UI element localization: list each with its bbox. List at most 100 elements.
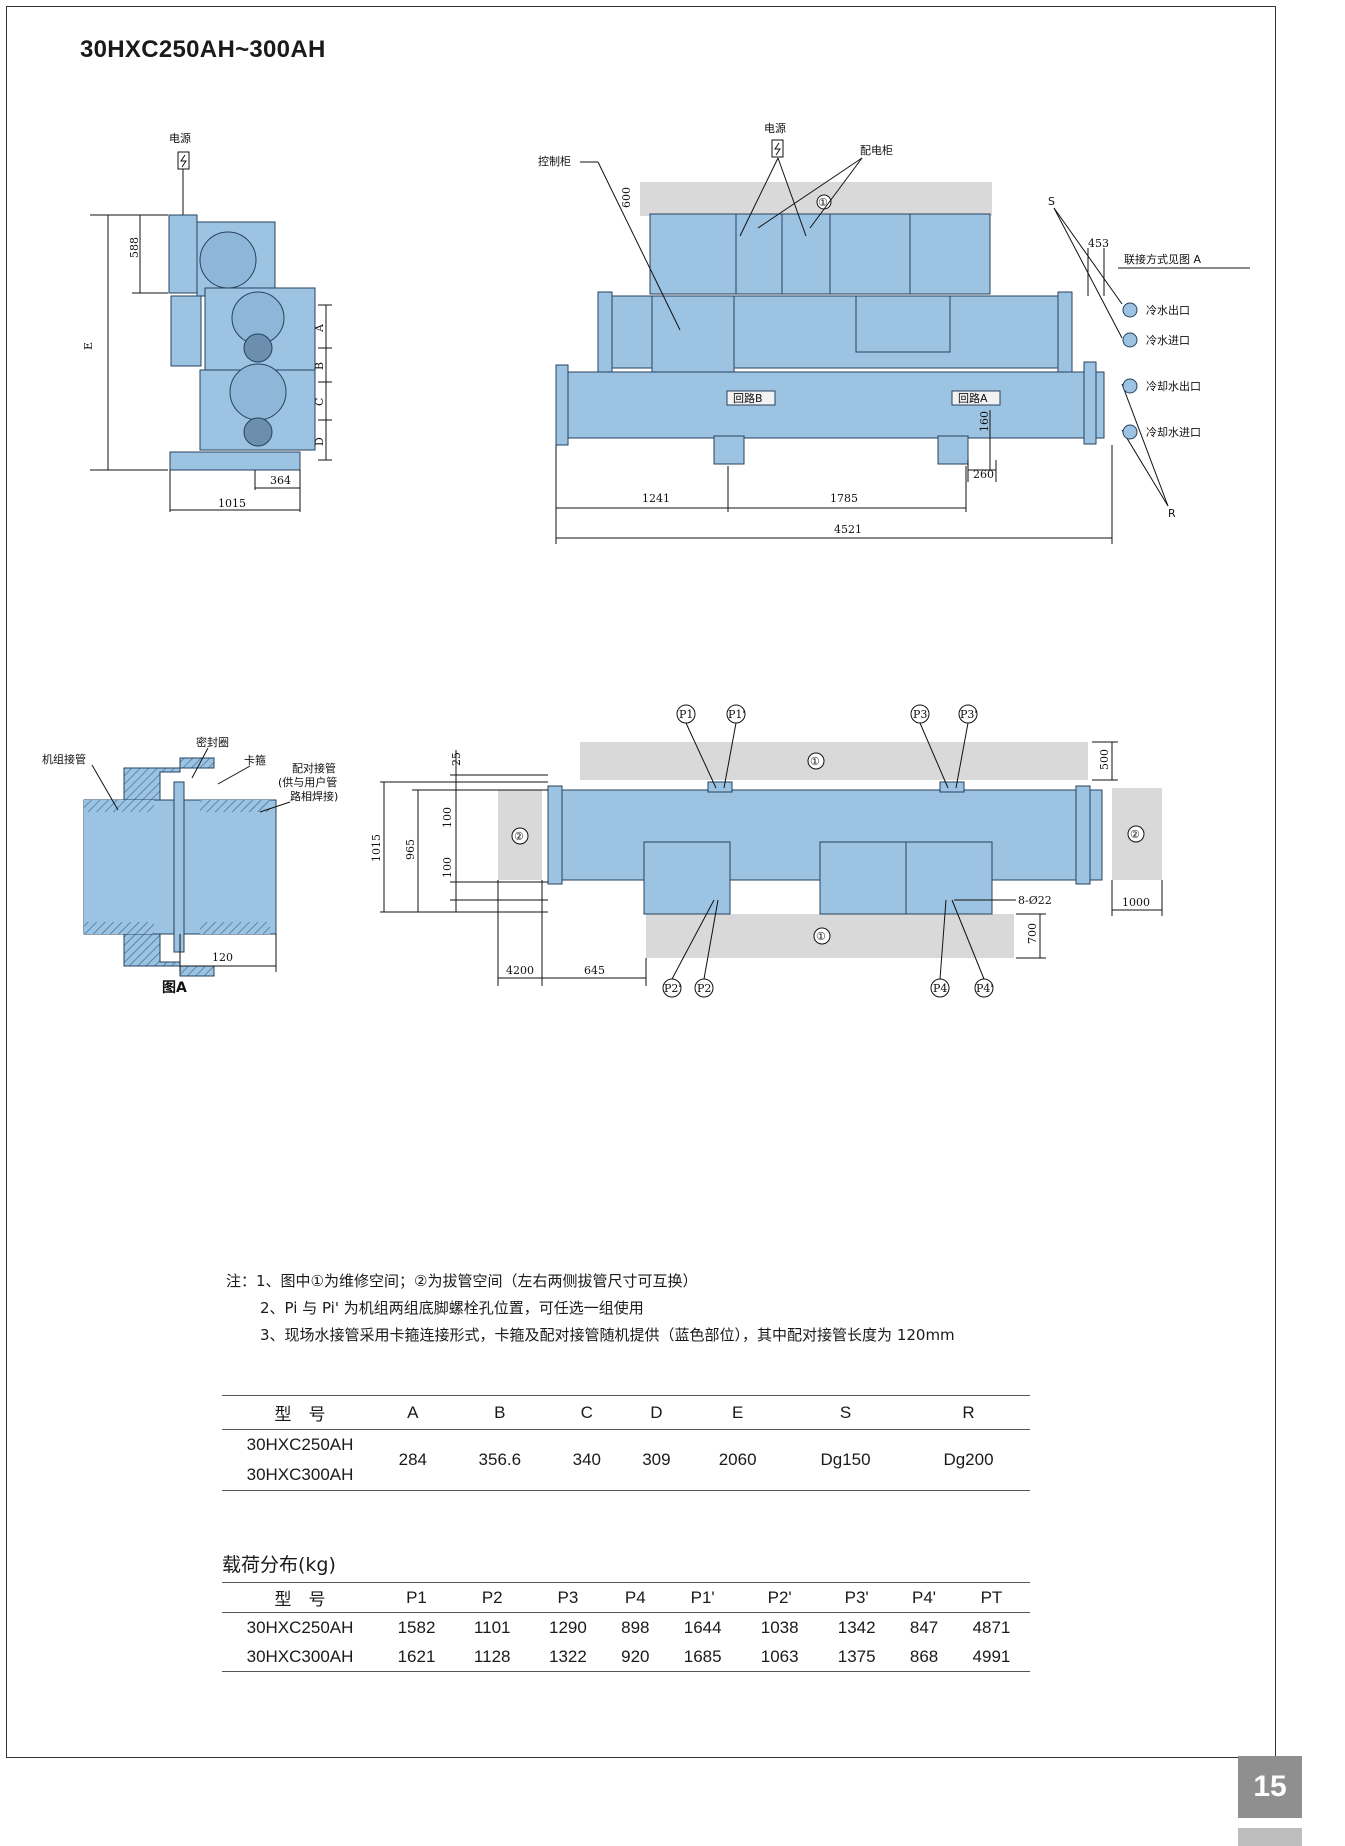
svg-text:1015: 1015 — [370, 834, 383, 862]
load-cell: 1063 — [741, 1642, 819, 1672]
col-pt: PT — [952, 1582, 1030, 1613]
model-name: 30HXC250AH — [246, 1617, 354, 1637]
svg-text:E: E — [82, 342, 95, 350]
value-d: 309 — [621, 1429, 692, 1491]
page-title: 30HXC250AH~300AH — [80, 36, 326, 63]
svg-text:冷却水出口: 冷却水出口 — [1146, 379, 1201, 393]
col-p4: P4 — [606, 1582, 665, 1613]
svg-text:电源: 电源 — [764, 121, 786, 135]
mating-pipe — [179, 799, 277, 935]
svg-text:1785: 1785 — [830, 492, 858, 505]
side-power-label: 电源 — [169, 131, 191, 145]
svg-text:500: 500 — [1098, 749, 1111, 770]
load-cell: 920 — [606, 1642, 665, 1672]
svg-text:700: 700 — [1026, 923, 1039, 944]
svg-text:453: 453 — [1088, 237, 1109, 250]
svg-text:P2: P2 — [697, 982, 711, 995]
load-table: 型 号 P1 P2 P3 P4 P1' P2' P3' P4' PT 30HXC… — [222, 1582, 1030, 1672]
page-tab — [1238, 1828, 1302, 1846]
svg-text:100: 100 — [441, 807, 454, 828]
lightning-icon — [180, 154, 187, 168]
load-cell: 1685 — [664, 1642, 742, 1672]
svg-text:D: D — [313, 437, 326, 446]
lightning-icon — [774, 142, 781, 156]
value-a: 284 — [378, 1429, 448, 1491]
col-p3-prime: P3' — [818, 1582, 896, 1613]
col-p3: P3 — [529, 1582, 607, 1613]
table-row: 30HXC250AH 1582 1101 1290 898 1644 1038 … — [222, 1613, 1030, 1643]
svg-text:260: 260 — [973, 468, 994, 481]
svg-text:P1: P1 — [679, 708, 693, 721]
svg-text:②: ② — [514, 830, 524, 843]
load-cell: 1621 — [378, 1642, 455, 1672]
svg-text:4521: 4521 — [834, 523, 862, 536]
svg-text:C: C — [313, 398, 326, 406]
col-a: A — [378, 1395, 448, 1430]
table-header-row: 型 号 A B C D E S R — [222, 1395, 1030, 1430]
model-name: 30HXC250AH — [246, 1435, 354, 1454]
value-e: 2060 — [691, 1429, 785, 1491]
value-s: Dg150 — [784, 1429, 907, 1491]
svg-text:②: ② — [1130, 828, 1140, 841]
svg-text:冷水出口: 冷水出口 — [1146, 303, 1190, 317]
svg-text:P2': P2' — [664, 982, 681, 995]
col-p1: P1 — [378, 1582, 455, 1613]
svg-text:P1': P1' — [728, 708, 745, 721]
col-model: 型 号 — [222, 1395, 378, 1430]
svg-text:100: 100 — [441, 857, 454, 878]
model-cell: 30HXC250AH 30HXC300AH — [222, 1429, 378, 1491]
load-cell: 1582 — [397, 1617, 436, 1637]
table-header-row: 型 号 P1 P2 P3 P4 P1' P2' P3' P4' PT — [222, 1582, 1030, 1613]
value-c: 340 — [552, 1429, 622, 1491]
svg-text:图A: 图A — [162, 980, 187, 996]
svg-text:1015: 1015 — [218, 497, 246, 510]
front-condenser — [557, 371, 1105, 439]
svg-text:卡箍: 卡箍 — [244, 753, 266, 767]
svg-text:P3': P3' — [960, 708, 977, 721]
load-cell: 1644 — [683, 1617, 722, 1637]
col-p2-prime: P2' — [741, 1582, 819, 1613]
col-e: E — [691, 1395, 785, 1430]
load-cell: 1128 — [455, 1642, 530, 1672]
spec-table: 型 号 A B C D E S R 30HXC250AH 30HXC300AH … — [222, 1395, 1030, 1491]
top-service-space — [640, 182, 992, 216]
port-icons — [1122, 302, 1138, 440]
load-title: 载荷分布(kg) — [222, 1554, 336, 1576]
col-s: S — [784, 1395, 907, 1430]
svg-text:25: 25 — [450, 752, 463, 766]
svg-text:4200: 4200 — [506, 964, 534, 977]
front-view: 回路B 回路A 电源 配电柜 控制柜 ① 600 S R 453 联接方式见图 … — [538, 121, 1250, 544]
page-frame — [6, 6, 1276, 1758]
svg-text:配电柜: 配电柜 — [860, 144, 893, 157]
value-r: Dg200 — [906, 1429, 1030, 1491]
chilled-water-out-icon — [1122, 302, 1138, 318]
svg-text:1241: 1241 — [642, 492, 670, 505]
svg-text:路相焊接): 路相焊接) — [290, 789, 338, 803]
svg-text:P4': P4' — [976, 982, 993, 995]
svg-text:B: B — [313, 362, 326, 370]
load-cell: 898 — [621, 1617, 650, 1637]
load-cell: 4871 — [972, 1617, 1011, 1637]
svg-text:160: 160 — [978, 411, 991, 432]
top-service-space — [580, 742, 1088, 780]
col-p1-prime: P1' — [664, 1582, 742, 1613]
svg-text:965: 965 — [404, 839, 417, 860]
svg-text:联接方式见图 A: 联接方式见图 A — [1124, 252, 1201, 266]
value-b: 356.6 — [447, 1429, 552, 1491]
svg-text:P4: P4 — [933, 982, 947, 995]
svg-text:120: 120 — [212, 951, 233, 964]
svg-text:364: 364 — [270, 474, 291, 487]
svg-text:机组接管: 机组接管 — [42, 752, 86, 766]
side-control-box — [168, 214, 198, 294]
col-p2: P2 — [455, 1582, 530, 1613]
table-row: 30HXC300AH 1621 1128 1322 920 1685 1063 … — [222, 1642, 1030, 1672]
load-cell: 1375 — [818, 1642, 896, 1672]
power-symbol-icon — [771, 139, 784, 158]
svg-text:①: ① — [816, 930, 826, 943]
notes: 注：1、图中①为维修空间；②为拔管空间（左右两侧拔管尺寸可互换） 2、Pi 与 … — [226, 1268, 955, 1349]
model-name: 30HXC300AH — [246, 1465, 354, 1484]
svg-text:645: 645 — [584, 964, 605, 977]
svg-text:R: R — [1168, 507, 1176, 520]
note-3: 3、现场水接管采用卡箍连接形式，卡箍及配对接管随机提供（蓝色部位），其中配对接管… — [260, 1326, 955, 1344]
